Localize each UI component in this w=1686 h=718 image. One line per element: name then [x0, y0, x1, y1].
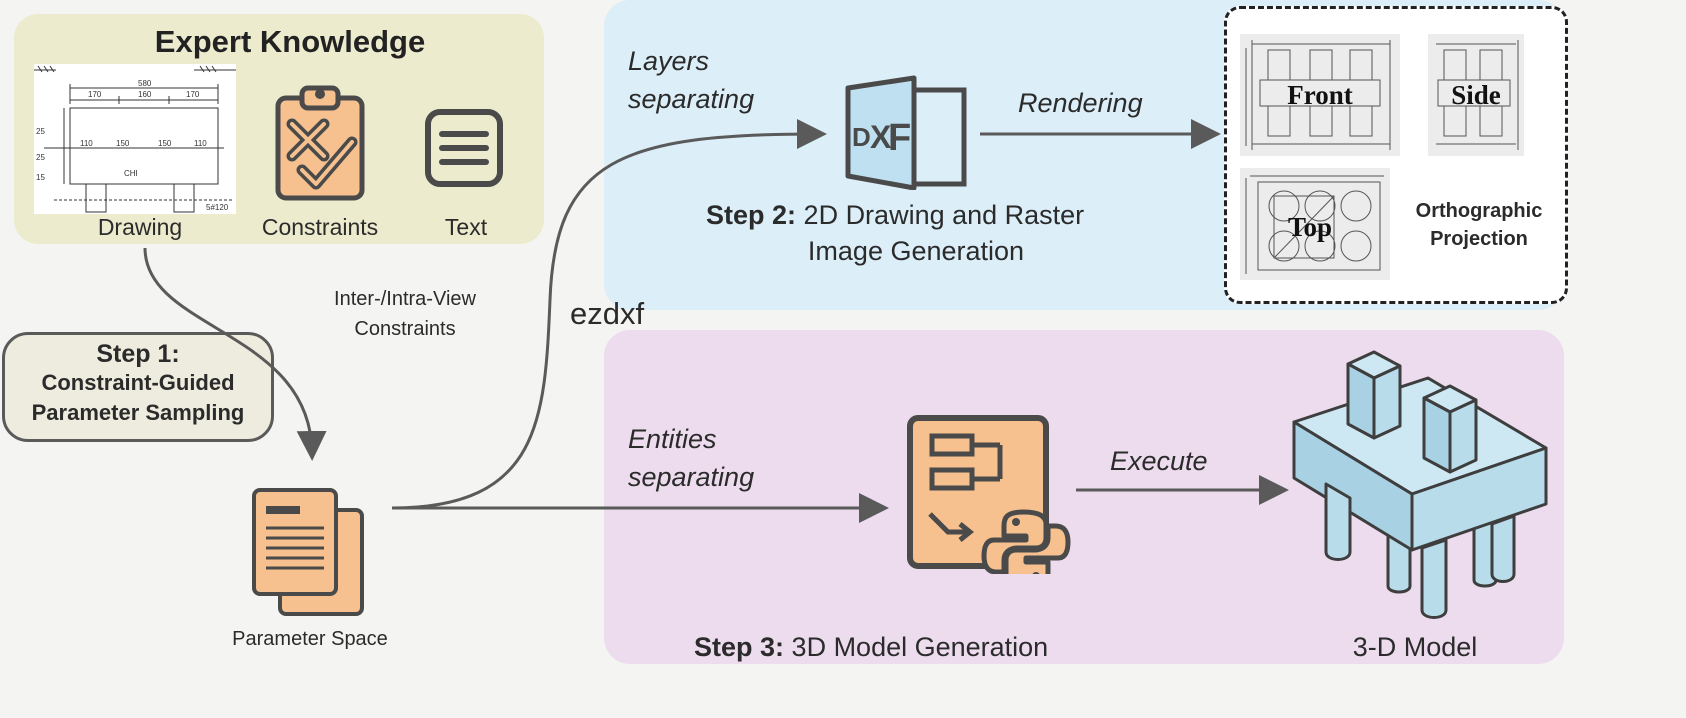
- sketch-dim-r4: 110: [194, 139, 207, 148]
- step3-title: Step 3: 3D Model Generation: [694, 632, 1048, 663]
- front-view-label: Front: [1287, 80, 1353, 110]
- top-view-label: Top: [1288, 212, 1332, 242]
- text-document-icon: [425, 109, 503, 187]
- step2-title-line2: Image Generation: [807, 236, 1025, 266]
- dxf-letter-f: F: [888, 117, 911, 159]
- step1-line2: Parameter Sampling: [31, 400, 245, 425]
- step2-title-bold: Step 2:: [706, 200, 797, 230]
- entities-separating-line1: Entities: [628, 424, 717, 454]
- side-view-label: Side: [1451, 80, 1501, 110]
- layers-separating-line1: Layers: [628, 46, 710, 76]
- side-view-drawing: Side: [1428, 34, 1524, 156]
- arrow-parameters-to-dxf: [391, 119, 827, 510]
- sketch-code: 5#120: [206, 203, 229, 212]
- sketch-side-2: 25: [36, 153, 45, 162]
- step1-box: [2, 332, 274, 442]
- inter-view-line2: Constraints: [354, 318, 456, 340]
- sketch-dim-r1: 110: [80, 139, 93, 148]
- technical-drawing-image: 580 170 160 170 110 150 150 110 25 25 15…: [34, 64, 236, 214]
- step1-line1: Constraint-Guided: [41, 370, 235, 395]
- sketch-dim-r2: 150: [116, 139, 130, 148]
- sketch-dim-r3: 150: [158, 139, 172, 148]
- clipboard-checklist-icon: [275, 85, 365, 201]
- dxf-letter-x: X: [870, 119, 892, 155]
- orthographic-label-line1: Orthographic: [1415, 200, 1543, 222]
- execute-label: Execute: [1110, 446, 1208, 476]
- sketch-mid-label: CHI: [124, 169, 138, 178]
- arrow-drawing-to-parameters: [143, 247, 327, 461]
- parameter-space-label: Parameter Space: [232, 628, 388, 650]
- text-label: Text: [444, 214, 488, 240]
- entities-separating-line2: separating: [628, 462, 755, 492]
- sketch-side-3: 15: [36, 173, 45, 182]
- sketch-dim-3: 170: [186, 90, 200, 99]
- step2-title-rest: 2D Drawing and Raster: [803, 200, 1085, 230]
- top-view-drawing: Top: [1240, 168, 1390, 280]
- expert-knowledge-title: Expert Knowledge: [154, 24, 426, 59]
- parameter-space-icon: [252, 488, 364, 616]
- orthographic-label-line2: Projection: [1430, 228, 1528, 250]
- 3d-model-illustration: [1292, 350, 1548, 619]
- 3d-model-label: 3-D Model: [1352, 632, 1478, 662]
- step1-title: Step 1:: [96, 340, 180, 368]
- constraints-label: Constraints: [261, 214, 379, 240]
- rendering-label: Rendering: [1018, 88, 1143, 118]
- step3-title-rest: 3D Model Generation: [791, 632, 1049, 662]
- inter-view-line1: Inter-/Intra-View: [334, 288, 476, 310]
- dxf-file-icon: D X F: [845, 75, 967, 190]
- sketch-side-1: 25: [36, 127, 45, 136]
- python-script-icon: [907, 415, 1071, 574]
- front-view-drawing: Front: [1240, 34, 1400, 156]
- ezdxf-label: ezdxf: [570, 296, 645, 331]
- drawing-label: Drawing: [97, 214, 183, 240]
- dxf-letter-d: D: [852, 122, 871, 152]
- layers-separating-line2: separating: [628, 84, 755, 114]
- step3-title-bold: Step 3:: [694, 632, 785, 662]
- sketch-dim-top: 580: [138, 79, 152, 88]
- step2-title-line1: Step 2: 2D Drawing and Raster: [706, 200, 1084, 231]
- sketch-dim-2: 160: [138, 90, 152, 99]
- sketch-dim-1: 170: [88, 90, 102, 99]
